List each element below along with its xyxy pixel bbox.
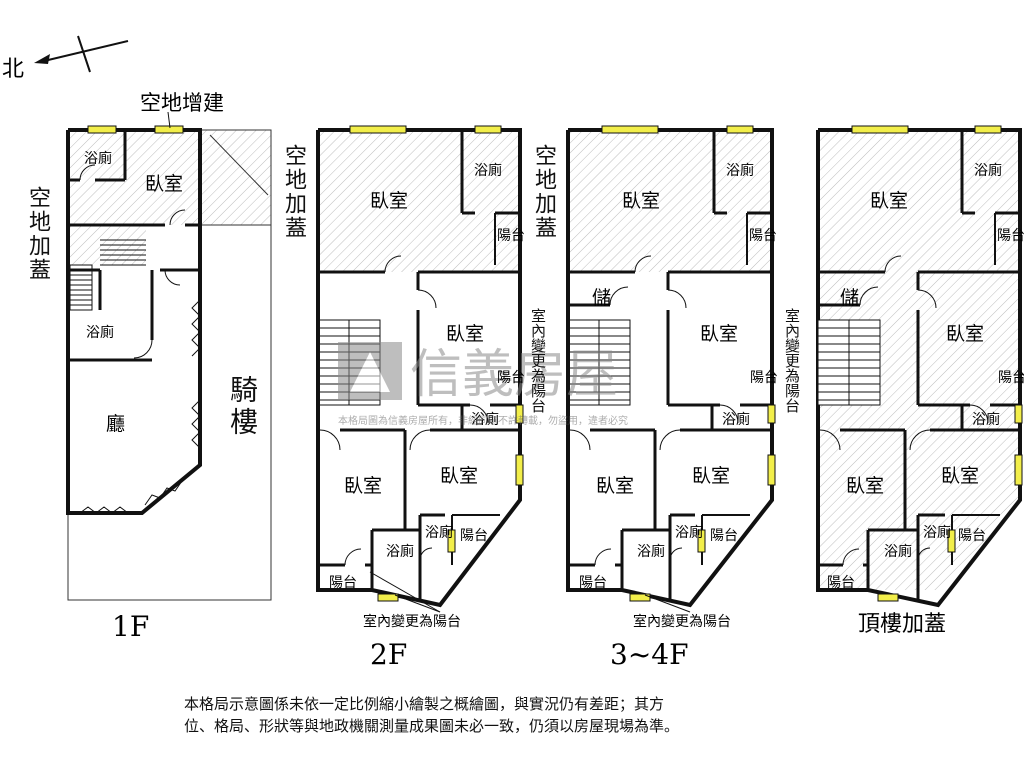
window-icon <box>1014 454 1023 486</box>
window-icon <box>877 593 899 602</box>
label-roof-bedroom-left: 臥室 <box>846 475 884 497</box>
disclaimer-line-2: 位、格局、形狀等與地政機關測量成果圖未必一致，仍須以房屋現場為準。 <box>184 717 680 735</box>
window-icon <box>851 125 909 134</box>
window-icon <box>974 125 1002 134</box>
label-2f-indoor-to-balcony: 室內變更為陽台 <box>363 613 461 630</box>
floor-title-1f: 1F <box>112 610 149 643</box>
label-2f-bedroom-right: 臥室 <box>440 465 478 487</box>
label-3f-empty-lot-addition: 空地加蓋 <box>531 144 556 240</box>
window-icon <box>87 125 117 134</box>
label-roof-balcony-top: 陽台 <box>997 228 1024 244</box>
floor-1f-plan <box>66 111 272 601</box>
floor-title-roof: 頂樓加蓋 <box>858 612 946 637</box>
disclaimer-line-1: 本格局示意圖係未依一定比例縮小繪製之概繪圖，與實況仍有差距；其方 <box>184 695 665 713</box>
walls-3-4f <box>566 128 774 608</box>
label-3f-bedroom-mid: 臥室 <box>700 323 738 345</box>
hatched-addition-area <box>318 130 521 272</box>
label-roof-toilet-lower-b: 浴廁 <box>884 543 912 560</box>
floor-title-3-4f: 3~4F <box>610 638 689 671</box>
label-3f-bedroom-right: 臥室 <box>692 465 730 487</box>
label-1f-bedroom: 臥室 <box>145 173 183 195</box>
floor-2f-plan <box>316 125 524 613</box>
label-3f-toilet-mid: 浴廁 <box>722 411 750 428</box>
label-roof-bedroom-right: 臥室 <box>941 465 979 487</box>
label-1f-arcade: 騎樓 <box>226 375 259 439</box>
floor-title-2f: 2F <box>370 638 407 671</box>
label-roof-bedroom-mid: 臥室 <box>946 323 984 345</box>
label-3f-bedroom-top: 臥室 <box>622 190 660 212</box>
window-icon <box>947 529 956 553</box>
window-icon <box>601 125 659 134</box>
label-2f-toilet-lower-b: 浴廁 <box>386 543 414 560</box>
label-roof-toilet-lower-a: 浴廁 <box>923 524 951 541</box>
label-2f-empty-lot-addition: 空地加蓋 <box>281 144 306 240</box>
label-2f-balcony-top: 陽台 <box>497 228 525 244</box>
label-2f-balcony-left: 陽台 <box>329 575 357 591</box>
label-3f-toilet-top: 浴廁 <box>726 162 754 179</box>
window-icon <box>474 125 502 134</box>
label-3f-storage: 儲 <box>592 287 611 309</box>
label-2f-balcony-mid: 陽台 <box>497 370 525 386</box>
floor-3-4f-plan <box>566 125 776 613</box>
window-icon <box>1014 404 1023 424</box>
label-3f-indoor-to-balcony: 室內變更為陽台 <box>633 613 731 630</box>
label-roof-balcony-mid: 陽台 <box>998 370 1024 386</box>
window-icon <box>154 125 184 134</box>
label-1f-toilet-top: 浴廁 <box>84 150 112 167</box>
window-icon <box>726 125 754 134</box>
label-2f-balcony-right: 陽台 <box>460 528 488 544</box>
label-3f-balcony-top: 陽台 <box>749 228 777 244</box>
walls-roof <box>816 128 1022 608</box>
north-arrow-icon <box>34 35 129 73</box>
label-3f-toilet-lower-b: 浴廁 <box>637 543 665 560</box>
label-2f-bedroom-left: 臥室 <box>344 475 382 497</box>
window-icon <box>629 593 651 602</box>
label-3f-balcony-left: 陽台 <box>579 575 607 591</box>
label-2f-bedroom-top: 臥室 <box>370 190 408 212</box>
label-roof-toilet-mid: 浴廁 <box>972 411 1000 428</box>
label-2f-toilet-lower-a: 浴廁 <box>425 524 453 541</box>
window-icon <box>377 593 399 602</box>
walls-2f <box>316 128 522 608</box>
disclaimer: 本格局示意圖係未依一定比例縮小繪製之概繪圖，與實況仍有差距；其方 位、格局、形狀… <box>184 693 844 737</box>
label-roof-bedroom-top: 臥室 <box>870 190 908 212</box>
label-3f-balcony-mid: 陽台 <box>750 370 778 386</box>
label-1f-living-room: 廳 <box>106 413 125 435</box>
label-empty-lot-extension: 空地增建 <box>140 91 224 115</box>
label-2f-bedroom-mid: 臥室 <box>446 323 484 345</box>
label-2f-toilet-top: 浴廁 <box>474 162 502 179</box>
label-roof-storage: 儲 <box>840 287 859 309</box>
label-roof-toilet-top: 浴廁 <box>974 162 1002 179</box>
hatched-extension-area <box>68 130 271 225</box>
label-3f-indoor-to-balcony-vertical: 室內變更為陽台 <box>783 308 801 413</box>
label-2f-toilet-mid: 浴廁 <box>471 411 499 428</box>
label-1f-empty-lot-addition: 空地加蓋 <box>25 186 50 282</box>
label-3f-bedroom-left: 臥室 <box>596 475 634 497</box>
watermark-notice: 本格局圖為信義房屋所有，非經同意不許轉載，勿盜用，違者必究 <box>338 414 628 427</box>
label-2f-indoor-to-balcony-vertical: 室內變更為陽台 <box>529 308 547 413</box>
window-icon <box>447 529 456 553</box>
floor-roof-plan <box>816 125 1023 608</box>
label-roof-balcony-left: 陽台 <box>827 575 855 591</box>
window-icon <box>515 404 524 424</box>
window-icon <box>767 454 776 486</box>
watermark-brand: 信義房屋 <box>410 345 618 405</box>
watermark: 信義房屋 本格局圖為信義房屋所有，非經同意不許轉載，勿盜用，違者必究 <box>338 342 628 427</box>
north-label: 北 <box>2 57 24 82</box>
window-icon <box>767 404 776 424</box>
window-icon <box>349 125 407 134</box>
label-3f-balcony-right: 陽台 <box>710 528 738 544</box>
window-icon <box>515 454 524 486</box>
window-icon <box>697 529 706 553</box>
label-1f-toilet: 浴廁 <box>86 324 114 341</box>
label-roof-balcony-right: 陽台 <box>958 528 986 544</box>
hatched-addition-area <box>568 130 771 272</box>
label-3f-toilet-lower-a: 浴廁 <box>675 524 703 541</box>
